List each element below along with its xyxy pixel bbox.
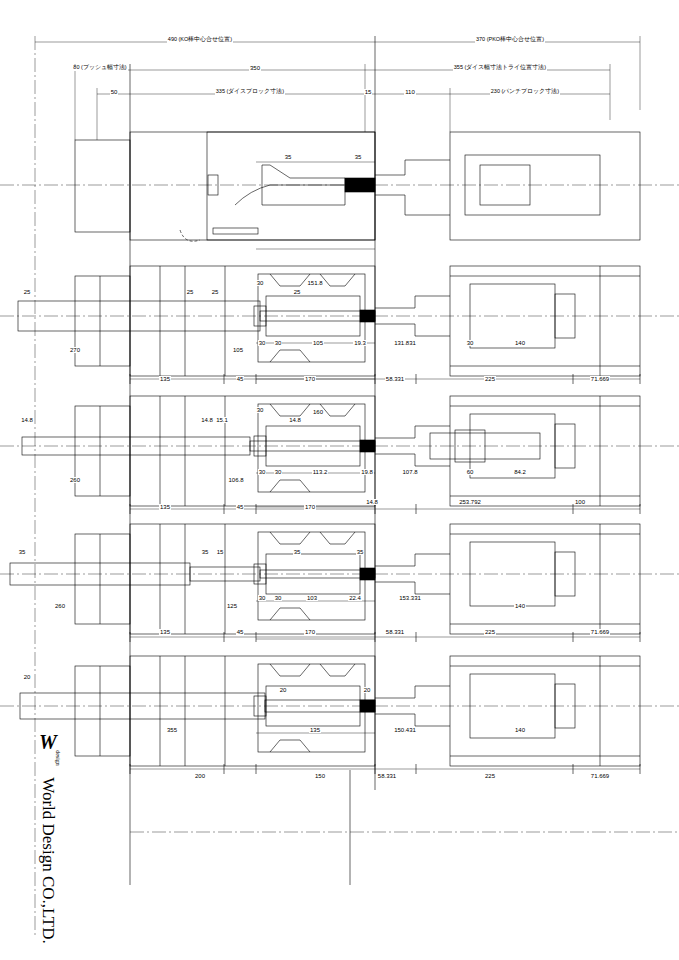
dimension-label: 25 [186, 289, 195, 295]
row-1 [0, 132, 679, 241]
dimension-label: 225 [484, 376, 496, 382]
dimension-label: 160 [312, 409, 324, 415]
dimension-label: 230 (パンチブロック寸法) [490, 89, 560, 95]
dimension-label: 30 [466, 340, 475, 346]
dimension-label: 35 [354, 154, 363, 160]
dimension-label: 151.8 [306, 280, 323, 286]
dimension-label: 105 [312, 340, 324, 346]
dimension-label: 30 [274, 340, 283, 346]
logo-subtext: design [55, 749, 61, 767]
dimension-label: 19.8 [360, 469, 374, 475]
dimension-label: 140 [514, 603, 526, 609]
dimension-label: 125 [226, 603, 238, 609]
dimension-label: 30 [258, 340, 267, 346]
dimension-label: 110 [404, 89, 416, 95]
company-name: World Design CO.,LTD. [40, 776, 57, 945]
dimension-label: 15 [364, 89, 373, 95]
dimension-label: 30 [274, 469, 283, 475]
dimension-label: 45 [236, 629, 245, 635]
ejector-rods [10, 301, 540, 719]
dimension-label: 135 [159, 504, 171, 510]
dimension-label: 35 [356, 549, 365, 555]
dimension-label: 100 [574, 499, 586, 505]
dimension-label: 135 [159, 376, 171, 382]
dimension-label: 15.1 [215, 417, 229, 423]
dimension-label: 45 [236, 376, 245, 382]
frame-lines [35, 36, 679, 935]
dimension-label: 22.4 [348, 595, 362, 601]
dimension-label: 30 [256, 280, 265, 286]
dimension-label: 490 (KO棒中心合せ位置) [167, 37, 233, 43]
dimension-label: 71.669 [590, 629, 610, 635]
dimension-label: 335 (ダイスブロック寸法) [215, 89, 285, 95]
dimension-label: 20 [23, 674, 32, 680]
dimension-label: 71.669 [590, 376, 610, 382]
dimension-label: 58.331 [385, 376, 405, 382]
dimension-label: 35 [293, 549, 302, 555]
dimension-label: 200 [194, 773, 206, 779]
dimension-label: 260 [54, 603, 66, 609]
dimension-label: 135 [159, 629, 171, 635]
dimension-label: 355 (ダイス幅寸法トライ位置寸法) [453, 65, 547, 71]
dimension-label: 225 [484, 773, 496, 779]
dimension-label: 370 (PKO棒中心合せ位置) [475, 37, 545, 43]
dimension-label: 14.8 [288, 417, 302, 423]
dimension-label: 170 [304, 376, 316, 382]
dimension-label: 14.8 [200, 417, 214, 423]
dimension-label: 30 [258, 595, 267, 601]
dimension-label: 225 [484, 629, 496, 635]
dimension-label: 150.431 [393, 727, 417, 733]
dimension-label: 15 [216, 549, 225, 555]
dimension-label: 350 [249, 65, 261, 71]
row-4 [0, 507, 679, 642]
row-3 [0, 379, 679, 514]
dimension-label: 150 [314, 773, 326, 779]
dimension-label: 107.8 [401, 469, 418, 475]
row-2 [0, 249, 679, 384]
dimension-label: 14.8 [365, 499, 379, 505]
dimension-label: 20 [363, 687, 372, 693]
dimension-label: 80 (ブッシュ幅寸法) [72, 65, 127, 71]
dimension-label: 58.331 [377, 773, 397, 779]
dimension-label: 153.331 [398, 595, 422, 601]
dimension-label: 140 [514, 727, 526, 733]
row-5 [0, 639, 679, 774]
dimension-label: 71.669 [590, 773, 610, 779]
dimension-label: 84.2 [513, 469, 527, 475]
dimension-label: 14.8 [20, 417, 34, 423]
dimension-label: 105 [232, 347, 244, 353]
dimension-label: 35 [201, 549, 210, 555]
dimension-label: 25 [293, 289, 302, 295]
dimension-label: 113.2 [312, 469, 329, 475]
dimension-label: 20 [279, 687, 288, 693]
dimension-label: 260 [69, 477, 81, 483]
dimension-label: 30 [258, 469, 267, 475]
dimension-label: 170 [304, 629, 316, 635]
dimension-label: 131.831 [393, 340, 417, 346]
dimension-label: 50 [110, 89, 119, 95]
dimension-label: 25 [211, 289, 220, 295]
dimension-label: 45 [236, 504, 245, 510]
dimension-label: 170 [304, 504, 316, 510]
dimension-label: 60 [466, 469, 475, 475]
dimension-label: 253.792 [458, 499, 482, 505]
dimension-label: 30 [256, 407, 265, 413]
dimension-label: 135 [309, 727, 321, 733]
dimension-label: 270 [69, 347, 81, 353]
dimension-label: 30 [274, 595, 283, 601]
dimension-label: 355 [166, 727, 178, 733]
dimension-label: 140 [514, 340, 526, 346]
dimension-label: 25 [23, 289, 32, 295]
dimension-label: 35 [284, 154, 293, 160]
dimension-label: 19.3 [353, 340, 367, 346]
dimension-label: 58.331 [385, 629, 405, 635]
dimension-label: 103 [306, 595, 318, 601]
dimension-label: 106.8 [227, 477, 244, 483]
dimension-label: 35 [18, 549, 27, 555]
